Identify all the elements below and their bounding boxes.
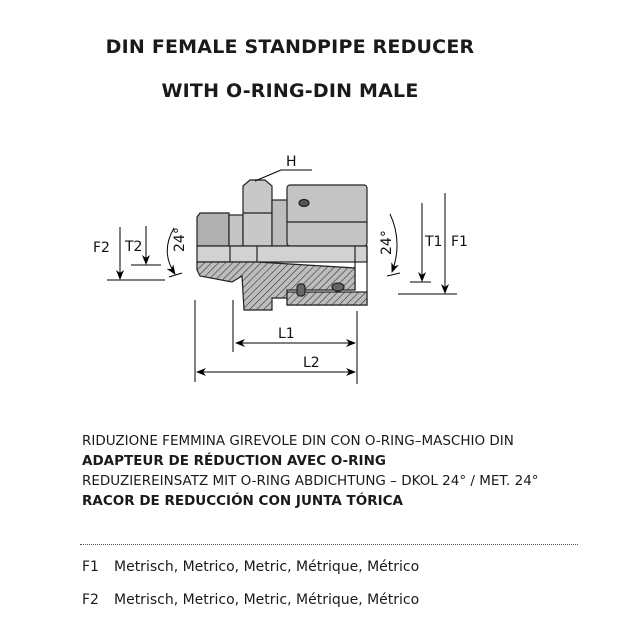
description-de: REDUZIEREINSATZ MIT O-RING ABDICHTUNG – … bbox=[82, 473, 539, 489]
label-t1: T1 bbox=[424, 234, 442, 250]
label-f2: F2 bbox=[93, 240, 110, 256]
label-t2: T2 bbox=[124, 239, 142, 255]
label-angle-left: 24° bbox=[172, 227, 188, 252]
legend-key: F1 bbox=[82, 559, 99, 575]
nut bbox=[286, 184, 368, 247]
label-f1: F1 bbox=[451, 234, 468, 250]
dotted-divider bbox=[80, 544, 578, 545]
legend-value: Metrisch, Metrico, Metric, Métrique, Mét… bbox=[114, 592, 420, 608]
label-l2: L2 bbox=[303, 355, 320, 371]
legend-row-f2: F2 Metrisch, Metrico, Metric, Métrique, M… bbox=[82, 592, 419, 608]
description-fr: ADAPTEUR DE RÉDUCTION AVEC O-RING bbox=[82, 453, 386, 469]
legend-value: Metrisch, Metrico, Metric, Métrique, Mét… bbox=[114, 559, 420, 575]
legend-key: F2 bbox=[82, 592, 99, 608]
title-line-2: WITH O-RING-DIN MALE bbox=[161, 80, 419, 102]
label-h: H bbox=[286, 154, 297, 170]
description-es: RACOR DE REDUCCIÓN CON JUNTA TÓRICA bbox=[82, 493, 403, 509]
label-l1: L1 bbox=[278, 326, 295, 342]
legend-row-f1: F1 Metrisch, Metrico, Metric, Métrique, M… bbox=[82, 559, 419, 575]
description-it: RIDUZIONE FEMMINA GIREVOLE DIN CON O-RIN… bbox=[82, 433, 514, 449]
description-block: RIDUZIONE FEMMINA GIREVOLE DIN CON O-RIN… bbox=[82, 431, 539, 511]
label-angle-right: 24° bbox=[379, 230, 395, 255]
male-thread bbox=[196, 212, 230, 247]
title-line-1: DIN FEMALE STANDPIPE REDUCER bbox=[105, 36, 475, 58]
